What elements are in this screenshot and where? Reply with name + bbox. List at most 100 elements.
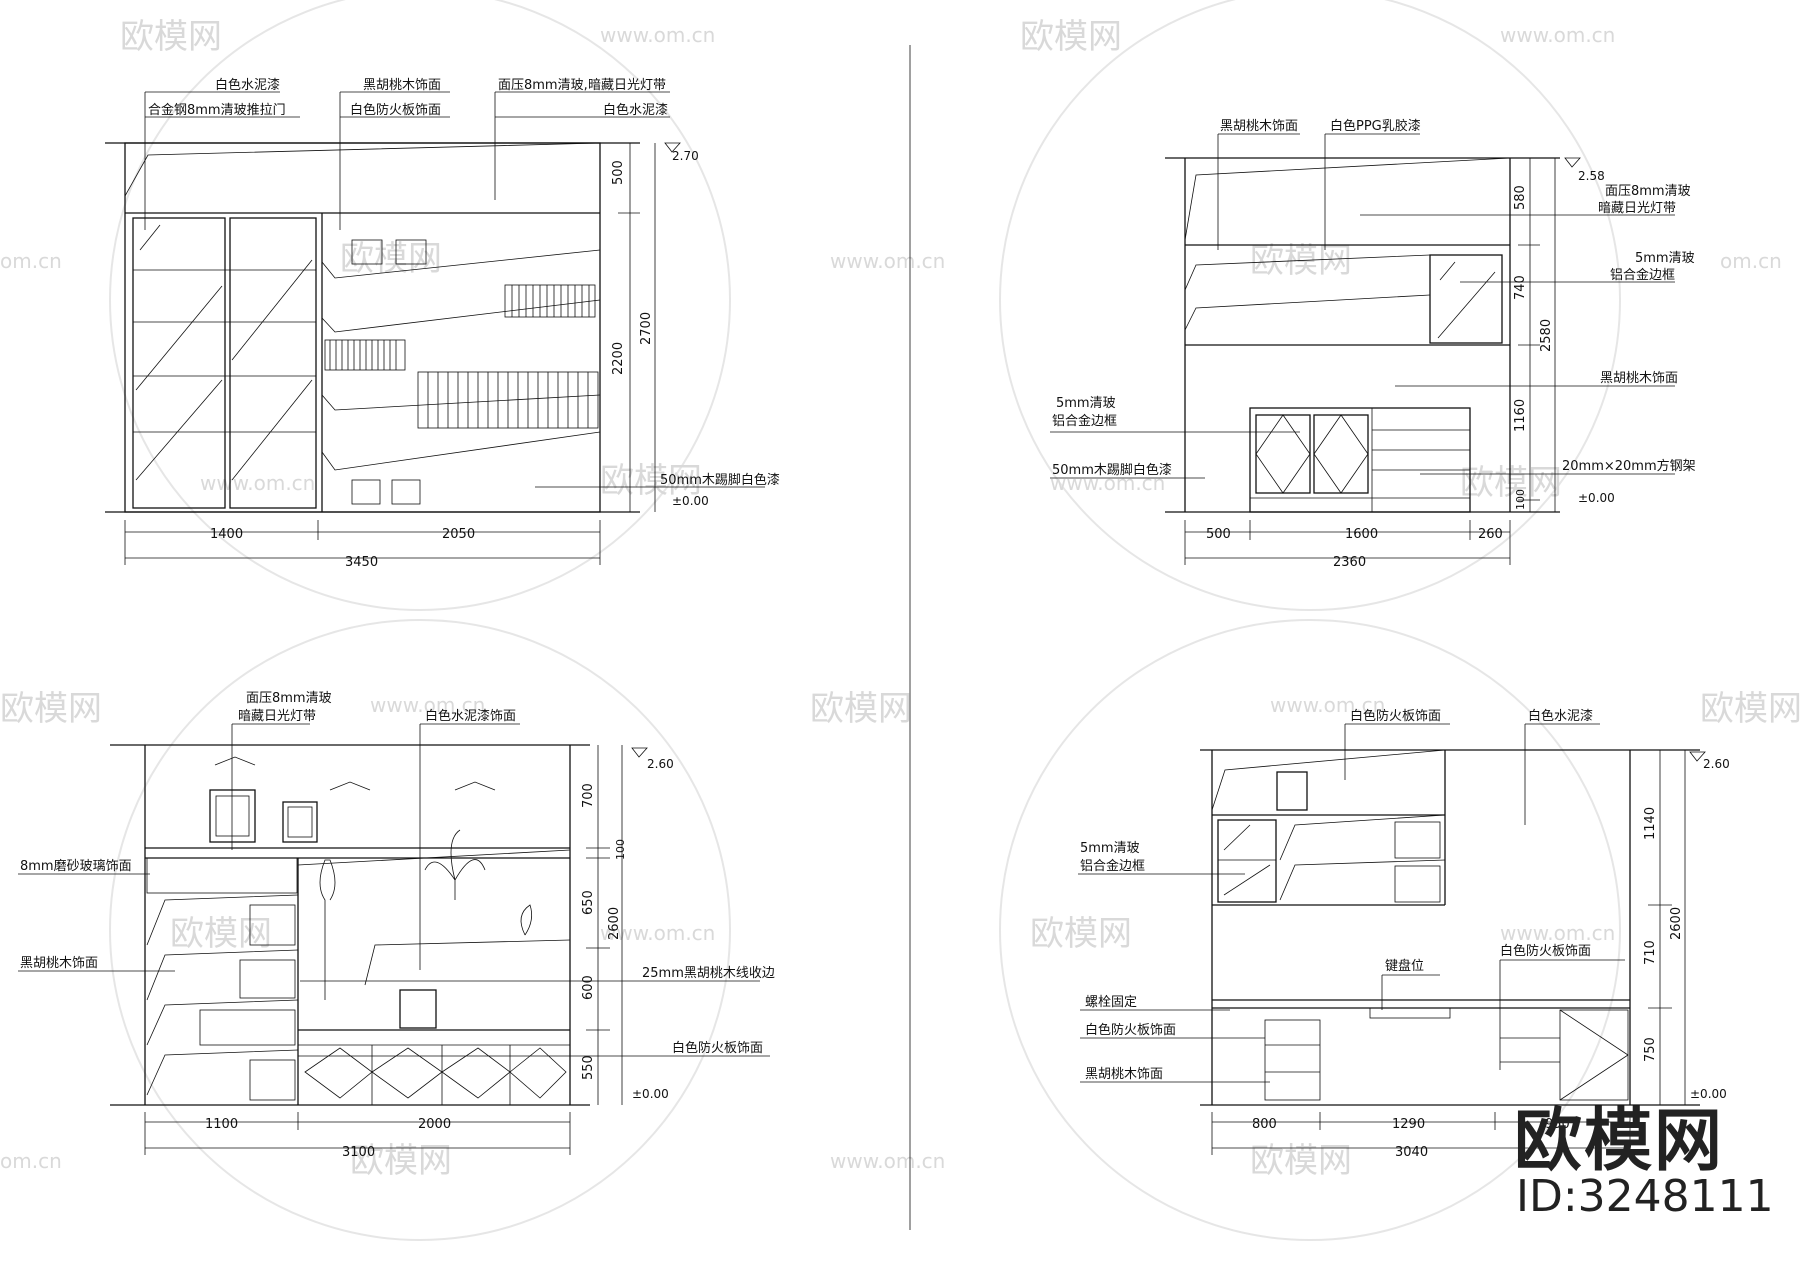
watermark-url: www.om.cn bbox=[1270, 693, 1385, 717]
label: 面压8mm清玻 bbox=[246, 691, 332, 706]
watermark-url: www.om.cn bbox=[830, 1149, 945, 1173]
level-value: ±0.00 bbox=[1690, 1087, 1727, 1101]
picture-frame bbox=[215, 795, 250, 837]
plant bbox=[424, 829, 486, 900]
level-value: 2.58 bbox=[1578, 169, 1605, 183]
watermark-brand: 欧模网 bbox=[1020, 17, 1122, 57]
frame bbox=[351, 239, 383, 265]
picture-frame bbox=[287, 806, 313, 838]
watermark-url: www.om.cn bbox=[1050, 471, 1165, 495]
watermark-brand: 欧模网 bbox=[120, 17, 222, 57]
shelf bbox=[146, 894, 299, 946]
dim-value: 2050 bbox=[442, 527, 475, 542]
watermark-brand: 欧模网 bbox=[1250, 241, 1352, 281]
label: 白色水泥漆 bbox=[1528, 708, 1593, 724]
label: 暗藏日光灯带 bbox=[238, 709, 316, 724]
soffit-line bbox=[1184, 157, 1511, 241]
brand-logo-text: 欧模网 bbox=[1514, 1102, 1725, 1181]
watermark-url: www.om.cn bbox=[600, 921, 715, 945]
shelf bbox=[321, 249, 601, 279]
level-marker bbox=[1564, 157, 1581, 168]
label: 面压8mm清玻, bbox=[498, 78, 588, 93]
books bbox=[249, 1059, 296, 1101]
watermark-brand: 欧模网 bbox=[1030, 914, 1132, 954]
watermark-ring bbox=[109, 0, 731, 611]
level-marker bbox=[631, 747, 648, 758]
watermark-brand: 欧模网 bbox=[1250, 1141, 1352, 1181]
watermark-url: www.om.cn bbox=[1500, 23, 1615, 47]
watermark-url: www.om.cn bbox=[1500, 921, 1615, 945]
books bbox=[1394, 821, 1441, 859]
books bbox=[239, 959, 296, 999]
label: 黑胡桃木饰面 bbox=[1600, 371, 1678, 386]
watermark-ring bbox=[109, 619, 731, 1241]
label: 黑胡桃木饰面 bbox=[363, 78, 441, 93]
door-pattern bbox=[1255, 414, 1369, 494]
glass-hatch bbox=[1437, 271, 1496, 339]
shelf bbox=[146, 949, 299, 1001]
dim-value: 1290 bbox=[1392, 1117, 1425, 1132]
dim-value: 650 bbox=[581, 890, 596, 915]
shelf bbox=[321, 299, 601, 333]
watermark-layer: 欧模网 欧模网 www.om.cn www.om.cn om.cn www.om… bbox=[0, 0, 1800, 1241]
dim-value: 2700 bbox=[639, 312, 654, 345]
level-value: ±0.00 bbox=[672, 494, 709, 508]
books bbox=[1394, 865, 1441, 903]
level-marker bbox=[664, 142, 681, 153]
label: 白色水泥漆饰面 bbox=[425, 708, 516, 724]
dim-value: 2600 bbox=[1669, 907, 1684, 940]
elevation-bottom-right: 白色防火板饰面 白色水泥漆 5mm清玻 铝合金边框 bbox=[1078, 708, 1730, 1160]
shelf bbox=[146, 1049, 299, 1096]
dim-value: 700 bbox=[581, 783, 596, 808]
dim-value: 550 bbox=[581, 1055, 596, 1080]
dim-value: 1160 bbox=[1513, 399, 1528, 432]
label: 合金钢8mm清玻推拉门 bbox=[148, 102, 286, 118]
watermark-brand: 欧模网 bbox=[600, 461, 702, 501]
brand-logo: 欧模网 ID:3248111 bbox=[1500, 1085, 1780, 1235]
shelf bbox=[321, 431, 601, 471]
glass-door bbox=[1217, 819, 1277, 903]
level-value: ±0.00 bbox=[632, 1087, 669, 1101]
glass-cabinet bbox=[1429, 254, 1503, 344]
label: 白色防火板饰面 bbox=[672, 1040, 763, 1056]
sculpture bbox=[520, 904, 533, 936]
dim-value: 750 bbox=[1643, 1037, 1658, 1062]
label: 黑胡桃木饰面 bbox=[1085, 1067, 1163, 1082]
label: 20mm×20mm方钢架 bbox=[1562, 458, 1696, 474]
elevation-bottom-left: 面压8mm清玻 暗藏日光灯带 白色水泥漆饰面 bbox=[18, 691, 775, 1160]
watermark-brand: 欧模网 bbox=[1460, 463, 1562, 503]
label: 面压8mm清玻 bbox=[1605, 184, 1691, 199]
frame bbox=[391, 479, 421, 505]
label: 暗藏日光灯带 bbox=[1598, 201, 1676, 216]
books bbox=[329, 340, 397, 370]
dim-value: 100 bbox=[1514, 489, 1527, 510]
shelf bbox=[1279, 814, 1446, 861]
label: 键盘位 bbox=[1385, 958, 1424, 974]
dim-value: 2600 bbox=[607, 907, 622, 940]
label: 25mm黑胡桃木线收边 bbox=[642, 966, 775, 981]
books bbox=[324, 339, 406, 371]
dim-value: 260 bbox=[1478, 527, 1503, 542]
shelf bbox=[1279, 859, 1446, 901]
label: 黑胡桃木饰面 bbox=[1220, 119, 1298, 134]
label: 50mm木踢脚白色漆 bbox=[1052, 462, 1172, 478]
picture-frame bbox=[1276, 771, 1308, 811]
label: 铝合金边框 bbox=[1080, 858, 1145, 874]
dim-value: 1600 bbox=[1345, 527, 1378, 542]
label: 白色防火板饰面 bbox=[1350, 708, 1441, 724]
drawer-unit bbox=[1264, 1019, 1321, 1101]
level-value: ±0.00 bbox=[1578, 491, 1615, 505]
low-cabinet bbox=[1249, 407, 1471, 513]
soffit-line bbox=[124, 142, 601, 197]
frame bbox=[395, 239, 427, 265]
picture-frame bbox=[209, 789, 256, 843]
dim-value: 950 bbox=[1545, 1117, 1570, 1132]
label: 黑胡桃木饰面 bbox=[20, 956, 98, 971]
watermark-brand: 欧模网 bbox=[340, 239, 442, 279]
glass-hatch bbox=[135, 379, 223, 481]
label: 铝合金边框 bbox=[1610, 267, 1675, 283]
label: 白色防火板饰面 bbox=[350, 102, 441, 118]
soffit-line bbox=[1211, 749, 1446, 811]
shelf bbox=[1184, 254, 1431, 291]
watermark-url: www.om.cn bbox=[370, 693, 485, 717]
